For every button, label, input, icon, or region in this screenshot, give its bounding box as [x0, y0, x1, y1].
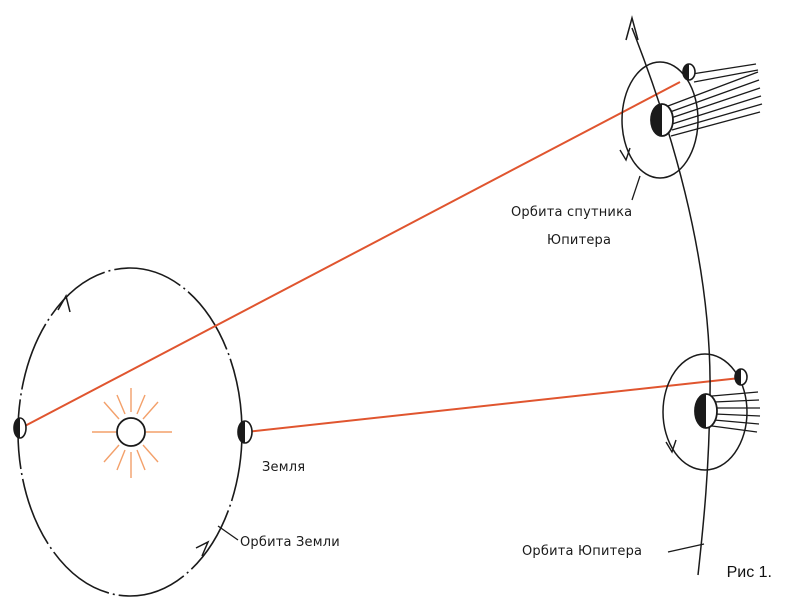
light-ray-near — [245, 377, 741, 433]
light-ray-far — [20, 81, 681, 429]
label-satellite-orbit-line2: Юпитера — [547, 233, 612, 248]
label-earth-orbit: Орбита Земли — [240, 535, 340, 550]
jupiter-system-lower — [662, 353, 761, 471]
earth-orbit-arrow-bottom — [195, 540, 210, 557]
earth-orbit-leader — [217, 525, 239, 541]
jupiter-orbit-leader — [667, 543, 705, 553]
earth-left — [13, 417, 27, 439]
label-jupiter-orbit: Орбита Юпитера — [522, 544, 643, 559]
label-earth: Земля — [262, 460, 306, 475]
label-satellite-orbit-line1: Орбита спутника — [511, 205, 633, 220]
earth-orbit-arrow-top — [57, 294, 71, 313]
sun — [92, 388, 172, 478]
figure-caption: Рис 1. — [726, 564, 772, 581]
earth-right — [237, 420, 253, 444]
jupiter-system-upper — [619, 61, 763, 179]
satellite-orbit-leader — [631, 175, 641, 201]
jupiter-orbit-arrow — [625, 15, 639, 41]
